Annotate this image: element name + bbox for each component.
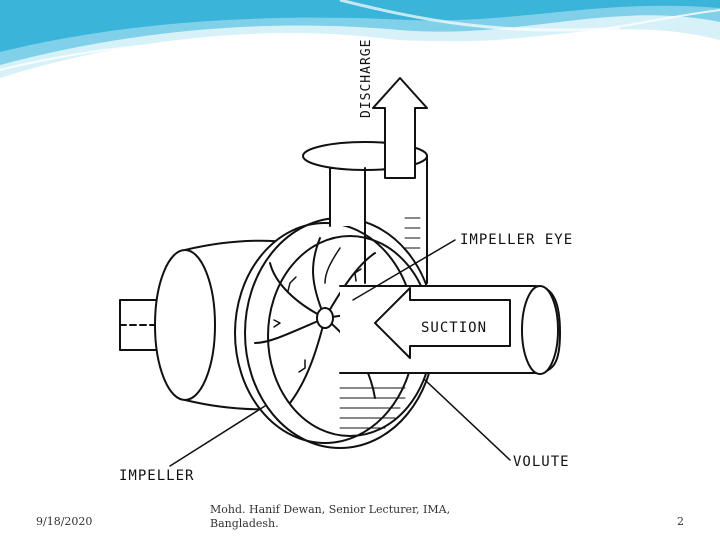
page-number: 2: [677, 515, 684, 528]
volute-leader: [424, 379, 511, 461]
impeller-label: IMPELLER: [119, 468, 195, 484]
impeller-hub: [316, 307, 334, 329]
suction-arrow: [374, 287, 511, 359]
discharge-pipe: [329, 167, 366, 227]
header-wave-decoration: [0, 0, 720, 78]
impeller-leader: [169, 405, 266, 467]
centrifugal-pump-diagram: DISCHARGE IMPELLER EYE SUCTION IMPELLER …: [115, 39, 583, 486]
footer-date: 9/18/2020: [36, 515, 93, 528]
suction-label: SUCTION: [421, 320, 488, 336]
volute-label: VOLUTE: [513, 454, 570, 470]
casing-hatching: [339, 217, 421, 429]
impeller-eye-leader: [352, 239, 456, 301]
discharge-arrow: [372, 77, 428, 179]
discharge-label: DISCHARGE: [359, 38, 374, 118]
footer-author: Mohd. Hanif Dewan, Senior Lecturer, IMA,…: [210, 503, 451, 530]
pump-drawing: [119, 77, 561, 467]
bearing-housing: [154, 249, 216, 401]
impeller-eye-label: IMPELLER EYE: [460, 232, 574, 248]
